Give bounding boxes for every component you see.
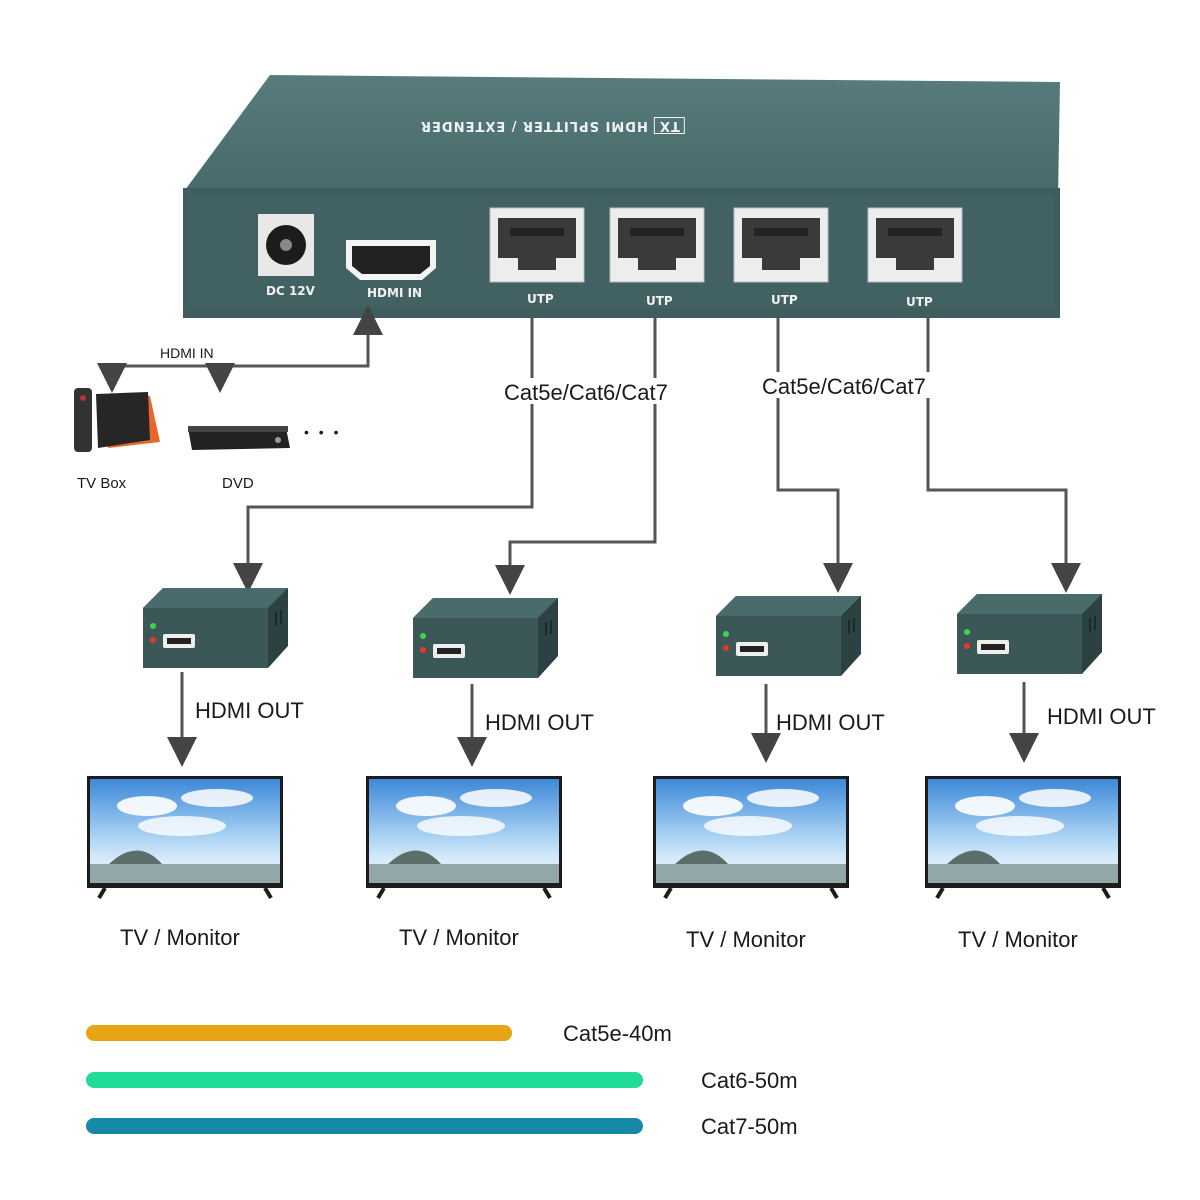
tx-badge: TX (653, 117, 685, 134)
utp-label-2: UTP (646, 294, 673, 308)
tv-box-label: TV Box (77, 475, 127, 492)
legend-label-cat7: Cat7-50m (701, 1114, 798, 1139)
tv-box-icon (74, 388, 160, 452)
cable-label-2: Cat5e/Cat6/Cat7 (762, 374, 926, 399)
dc-label: DC 12V (266, 284, 315, 298)
dvd-label: DVD (222, 475, 254, 492)
tv-label-2: TV / Monitor (399, 925, 519, 950)
receiver-3 (716, 596, 861, 676)
tv-monitor-3 (651, 774, 851, 900)
hdmi-out-label-4: HDMI OUT (1047, 704, 1156, 729)
tv-monitor-1 (85, 774, 285, 900)
transmitter-top (185, 75, 1060, 198)
utp-label-4: UTP (906, 295, 933, 309)
tv-monitor-2 (364, 774, 564, 900)
cable-label-1: Cat5e/Cat6/Cat7 (504, 380, 668, 405)
receiver-1 (143, 588, 288, 668)
tv-label-1: TV / Monitor (120, 925, 240, 950)
hdmi-in-port-label: HDMI IN (367, 286, 423, 300)
transmitter-title: HDMI SPLITTER / EXTENDER (420, 118, 648, 133)
utp-port-4 (867, 207, 963, 283)
transmitter-top-label: TX HDMI SPLITTER / EXTENDER (420, 117, 685, 134)
tv-label-3: TV / Monitor (686, 927, 806, 952)
legend-label-cat6: Cat6-50m (701, 1068, 798, 1093)
tv-label-4: TV / Monitor (958, 927, 1078, 952)
hdmi-out-label-3: HDMI OUT (776, 710, 885, 735)
utp-label-1: UTP (527, 292, 554, 306)
utp-port-1 (489, 207, 585, 283)
more-devices: • • • (304, 424, 342, 440)
tv-monitor-4 (923, 774, 1123, 900)
utp-port-3 (733, 207, 829, 283)
connection-lines (97, 305, 1081, 767)
sources-hdmi-in-label: HDMI IN (160, 345, 214, 361)
receiver-4 (957, 594, 1102, 674)
dvd-player-icon (188, 426, 290, 450)
hdmi-out-label-2: HDMI OUT (485, 710, 594, 735)
utp-port-2 (609, 207, 705, 283)
receiver-2 (413, 598, 558, 678)
legend-label-cat5e: Cat5e-40m (563, 1021, 672, 1046)
hdmi-out-label-1: HDMI OUT (195, 698, 304, 723)
legend-bars (86, 1025, 643, 1134)
utp-label-3: UTP (771, 293, 798, 307)
